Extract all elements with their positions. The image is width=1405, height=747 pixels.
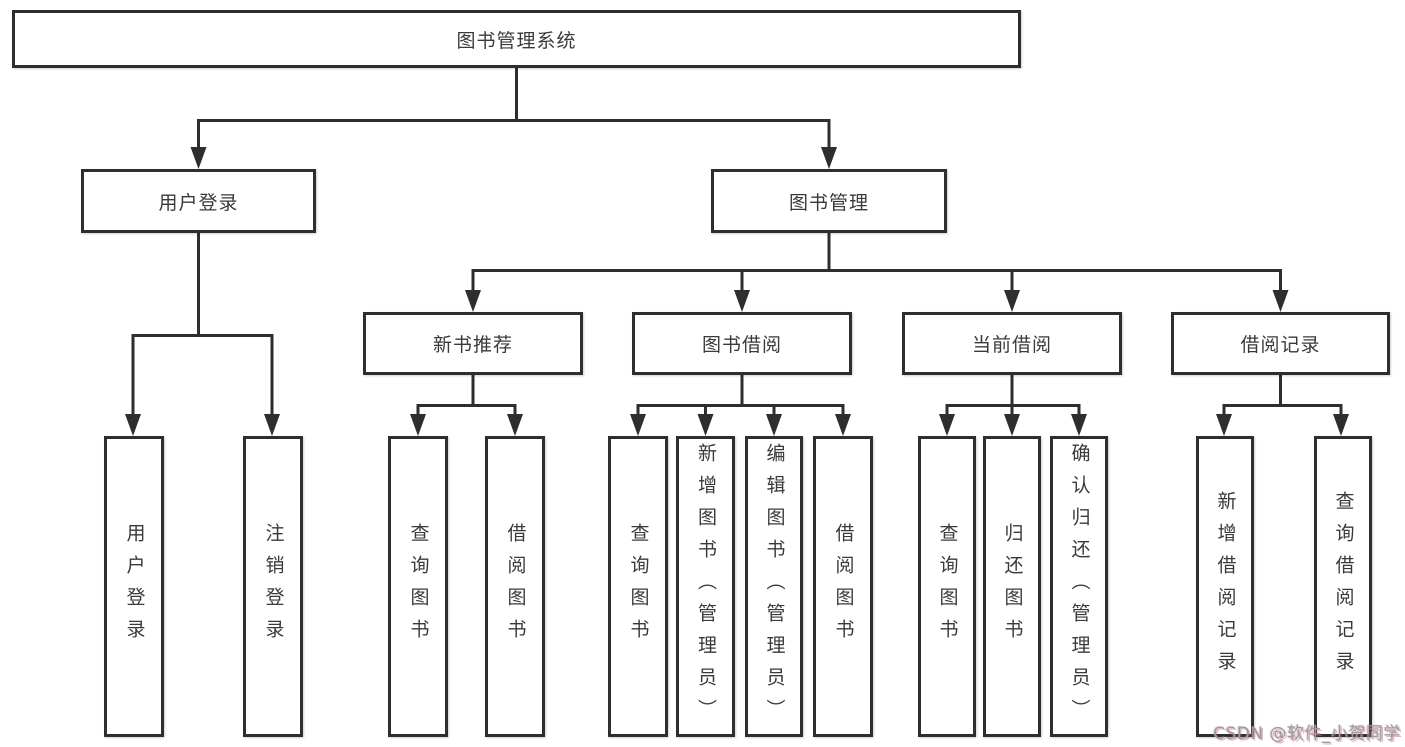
- leaf-label: 查询图书: [627, 522, 650, 651]
- leaf-recommend-query-books: 查询图书: [388, 436, 448, 737]
- leaf-label: 查询借阅记录: [1332, 490, 1355, 683]
- node-label: 借阅记录: [1240, 334, 1321, 356]
- leaf-label: 用户登录: [123, 522, 146, 651]
- node-library-management-system: 图书管理系统: [12, 10, 1021, 68]
- leaf-label: 借阅图书: [504, 522, 527, 651]
- node-label: 图书借阅: [701, 334, 782, 356]
- leaf-label: 注销登录: [262, 522, 285, 651]
- node-user-login: 用户登录: [81, 169, 316, 233]
- node-current-borrowing: 当前借阅: [902, 312, 1122, 375]
- leaf-recommend-borrow-books: 借阅图书: [485, 436, 545, 737]
- leaf-edit-books-admin: 编辑图书（管理员）: [745, 436, 803, 737]
- leaf-query-borrow-record: 查询借阅记录: [1314, 436, 1372, 737]
- leaf-label: 归还图书: [1001, 522, 1024, 651]
- leaf-label: 确认归还（管理员）: [1068, 442, 1091, 731]
- node-new-book-recommend: 新书推荐: [363, 312, 583, 375]
- leaf-label: 查询图书: [407, 522, 430, 651]
- leaf-borrow-books: 借阅图书: [813, 436, 873, 737]
- leaf-logout: 注销登录: [243, 436, 303, 737]
- node-book-borrowing: 图书借阅: [632, 312, 852, 375]
- leaf-label: 借阅图书: [832, 522, 855, 651]
- node-label: 当前借阅: [971, 334, 1052, 356]
- leaf-add-books-admin: 新增图书（管理员）: [676, 436, 735, 737]
- leaf-add-borrow-record: 新增借阅记录: [1196, 436, 1254, 737]
- leaf-label: 查询图书: [936, 522, 959, 651]
- node-label: 用户登录: [158, 191, 239, 214]
- leaf-return-books: 归还图书: [983, 436, 1041, 737]
- node-label: 新书推荐: [432, 334, 513, 356]
- leaf-borrowing-query-books: 查询图书: [608, 436, 668, 737]
- leaf-current-query-books: 查询图书: [918, 436, 976, 737]
- node-borrowing-records: 借阅记录: [1171, 312, 1390, 375]
- leaf-label: 编辑图书（管理员）: [763, 442, 786, 731]
- arrowheads: [125, 147, 1349, 436]
- leaf-label: 新增图书（管理员）: [695, 442, 717, 731]
- leaf-confirm-return-admin: 确认归还（管理员）: [1050, 436, 1108, 737]
- node-label: 图书管理系统: [456, 29, 577, 52]
- csdn-watermark: CSDN @软件_小贺同学: [1213, 724, 1401, 744]
- leaf-label: 新增借阅记录: [1214, 490, 1237, 683]
- leaf-user-login: 用户登录: [104, 436, 164, 737]
- node-book-management: 图书管理: [711, 169, 947, 233]
- node-label: 图书管理: [788, 191, 869, 214]
